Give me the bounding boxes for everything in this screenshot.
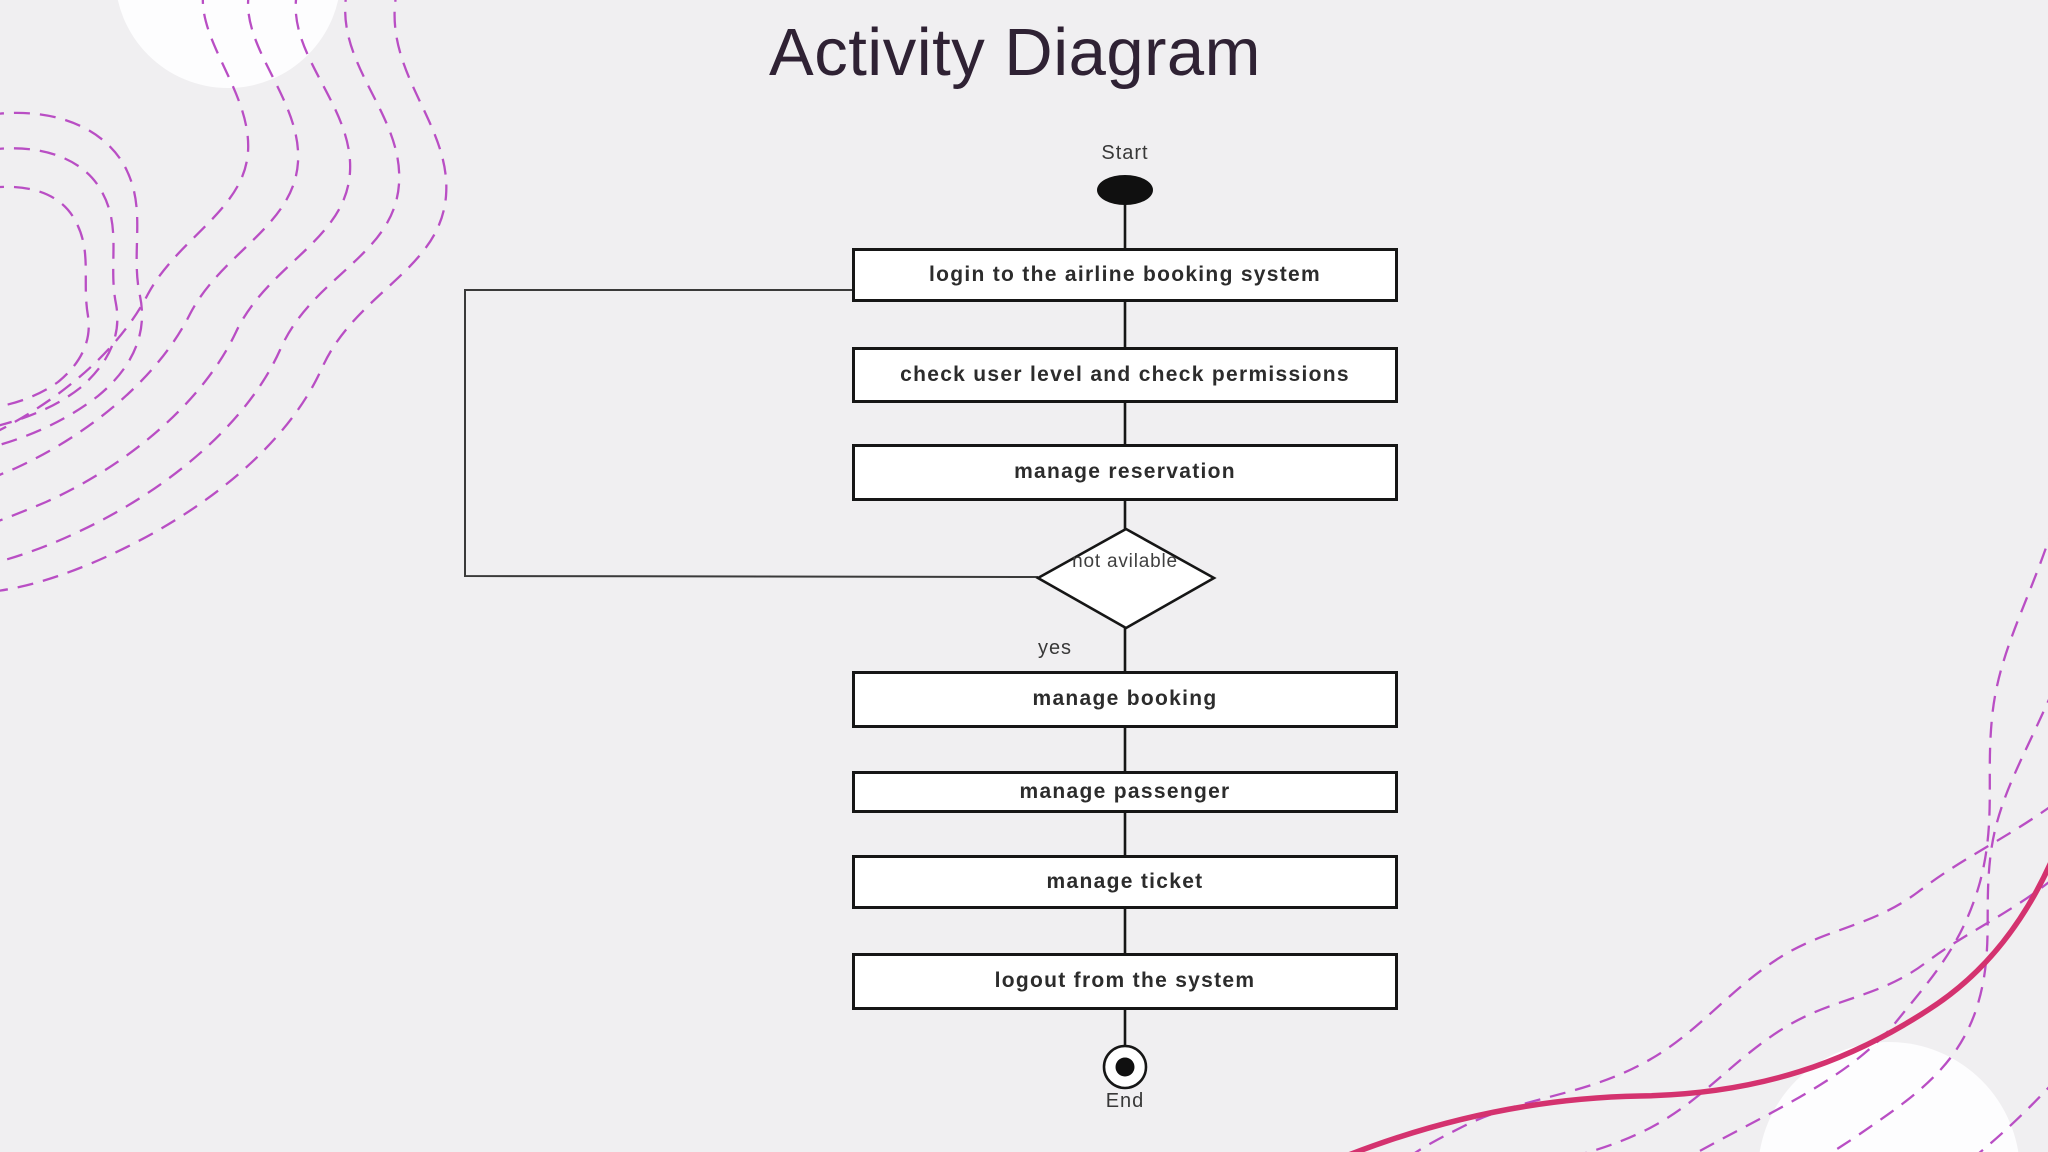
step-manage-ticket-label: manage ticket [1046, 869, 1204, 893]
step-manage-passenger-label: manage passenger [1019, 779, 1231, 803]
contour-lines-bottom-right [1414, 538, 2048, 1152]
step-manage-reservation-label: manage reservation [1014, 460, 1236, 484]
step-check-permissions-label: check user level and check permissions [900, 362, 1350, 386]
solid-accent-curve [1348, 862, 2048, 1152]
step-login: login to the airline booking system [852, 248, 1398, 302]
step-manage-booking-label: manage booking [1032, 687, 1218, 711]
decision-label: not avilable [1072, 551, 1178, 572]
white-circle-top-left [117, 0, 339, 88]
step-manage-booking: manage booking [852, 671, 1398, 728]
white-circle-bottom-right [1759, 1042, 2019, 1152]
decision-diamond [1035, 527, 1217, 630]
step-logout-label: logout from the system [994, 969, 1256, 993]
start-node [1097, 175, 1153, 205]
step-manage-reservation: manage reservation [852, 444, 1398, 501]
step-logout: logout from the system [852, 953, 1398, 1010]
step-manage-ticket: manage ticket [852, 855, 1398, 909]
step-check-permissions: check user level and check permissions [852, 347, 1398, 403]
step-manage-passenger: manage passenger [852, 771, 1398, 813]
edge-loopback-not-available [464, 289, 1039, 578]
end-label: End [1105, 1090, 1145, 1112]
start-label: Start [1101, 142, 1149, 164]
end-node-dot [1115, 1057, 1135, 1077]
contour-lines-top-left [0, 0, 448, 592]
page-title: Activity Diagram [769, 15, 1261, 90]
decision-branch-label-yes: yes [1037, 637, 1073, 659]
step-login-label: login to the airline booking system [928, 262, 1322, 286]
